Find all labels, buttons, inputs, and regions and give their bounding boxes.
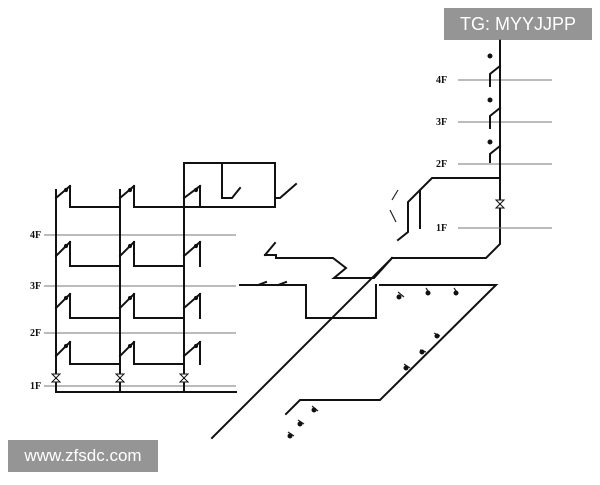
fixture-dot bbox=[487, 97, 493, 103]
fixture-right-a bbox=[391, 189, 399, 201]
fixture-dot bbox=[297, 421, 303, 427]
fixture-right-b bbox=[389, 209, 397, 223]
central-fixture-b bbox=[276, 280, 288, 287]
lower-branch-loop bbox=[284, 284, 499, 416]
fixture-dot bbox=[419, 349, 425, 355]
branch-4f-b bbox=[133, 185, 185, 208]
fixture-3f-a bbox=[54, 240, 72, 258]
left-fixture-marks bbox=[63, 187, 199, 349]
left-riser-valves bbox=[50, 373, 190, 383]
fixture-dot bbox=[425, 290, 431, 296]
central-fixture-top bbox=[263, 241, 277, 257]
central-fixture-a bbox=[256, 280, 268, 287]
fixture-dot bbox=[487, 53, 493, 59]
fixture-dot bbox=[63, 243, 69, 249]
fixture-dot bbox=[287, 433, 293, 439]
fixture-dot bbox=[63, 187, 69, 193]
right-riser-connection bbox=[391, 177, 501, 259]
fixture-2f-b bbox=[118, 292, 136, 310]
right-riser bbox=[389, 39, 506, 242]
branch-2f-a bbox=[69, 293, 121, 319]
right-branch-2f bbox=[489, 144, 502, 163]
fixture-lower-1 bbox=[397, 291, 405, 298]
top-branch-right bbox=[183, 162, 276, 208]
left-risers bbox=[55, 162, 298, 393]
right-2f-loop bbox=[419, 177, 501, 229]
branch-3f-a bbox=[69, 241, 121, 267]
left-floor-lines bbox=[44, 234, 236, 387]
branch-3f-b bbox=[133, 241, 185, 267]
fixture-dot bbox=[127, 295, 133, 301]
fixture-4f-c bbox=[182, 184, 202, 200]
fixture-4f-a bbox=[54, 184, 72, 200]
floor-label-right-2f: 2F bbox=[436, 159, 447, 170]
fixture-3f-b bbox=[118, 240, 136, 258]
valve-icon bbox=[50, 373, 62, 383]
fixture-dot bbox=[311, 407, 317, 413]
floor-label-left-1f: 1F bbox=[30, 381, 41, 392]
valve-icon bbox=[114, 373, 126, 383]
valve-icon bbox=[178, 373, 190, 383]
fixture-dot bbox=[127, 187, 133, 193]
floor-label-right-4f: 4F bbox=[436, 75, 447, 86]
fixture-dot bbox=[127, 243, 133, 249]
central-upper-run bbox=[264, 254, 394, 279]
main-diagonal-supply bbox=[210, 256, 394, 440]
left-floor-branches bbox=[54, 184, 202, 365]
branch-1f-a bbox=[69, 341, 121, 365]
valve-icon bbox=[494, 199, 506, 209]
top-branch-stub-a bbox=[221, 162, 242, 199]
top-branch-stub-b bbox=[274, 182, 298, 199]
floor-label-right-1f: 1F bbox=[436, 223, 447, 234]
fixture-dot bbox=[127, 343, 133, 349]
fixture-dot bbox=[193, 187, 199, 193]
fixture-dot bbox=[63, 343, 69, 349]
right-branch-4f bbox=[489, 64, 502, 87]
floor-label-left-2f: 2F bbox=[30, 328, 41, 339]
fixture-dot bbox=[487, 139, 493, 145]
fixture-dot bbox=[396, 294, 402, 300]
floor-label-left-3f: 3F bbox=[30, 281, 41, 292]
central-branch bbox=[239, 284, 351, 319]
floor-label-left-4f: 4F bbox=[30, 230, 41, 241]
fixture-1f-a bbox=[54, 340, 72, 358]
watermark-top-badge: TG: MYYJJPP bbox=[444, 8, 592, 40]
fixture-dot bbox=[193, 243, 199, 249]
fixture-dot bbox=[434, 333, 440, 339]
right-floor-labels: 4F 3F 2F 1F bbox=[436, 75, 447, 234]
right-floor-lines bbox=[458, 79, 552, 229]
branch-1f-b bbox=[133, 341, 185, 365]
fixture-2f-c bbox=[182, 292, 202, 310]
fixture-4f-b bbox=[118, 184, 136, 200]
fixture-dot bbox=[193, 343, 199, 349]
watermark-site-badge: www.zfsdc.com bbox=[8, 440, 158, 472]
left-floor-labels: 4F 3F 2F 1F bbox=[30, 230, 41, 392]
fixture-3f-c bbox=[182, 240, 202, 258]
fixture-dot bbox=[453, 290, 459, 296]
right-branch-3f bbox=[489, 106, 502, 129]
fixture-1f-c bbox=[182, 340, 202, 358]
floor-label-right-3f: 3F bbox=[436, 117, 447, 128]
fixture-dot bbox=[63, 295, 69, 301]
lower-right-branch bbox=[284, 284, 499, 439]
lower-branch-link bbox=[349, 284, 377, 319]
branch-4f-a bbox=[69, 185, 121, 208]
right-2f-drop bbox=[396, 188, 422, 242]
central-pipe-run bbox=[210, 177, 501, 440]
fixture-2f-a bbox=[54, 292, 72, 310]
fixture-dot bbox=[193, 295, 199, 301]
fixture-dot bbox=[403, 365, 409, 371]
branch-2f-b bbox=[133, 293, 185, 319]
fixture-1f-b bbox=[118, 340, 136, 358]
